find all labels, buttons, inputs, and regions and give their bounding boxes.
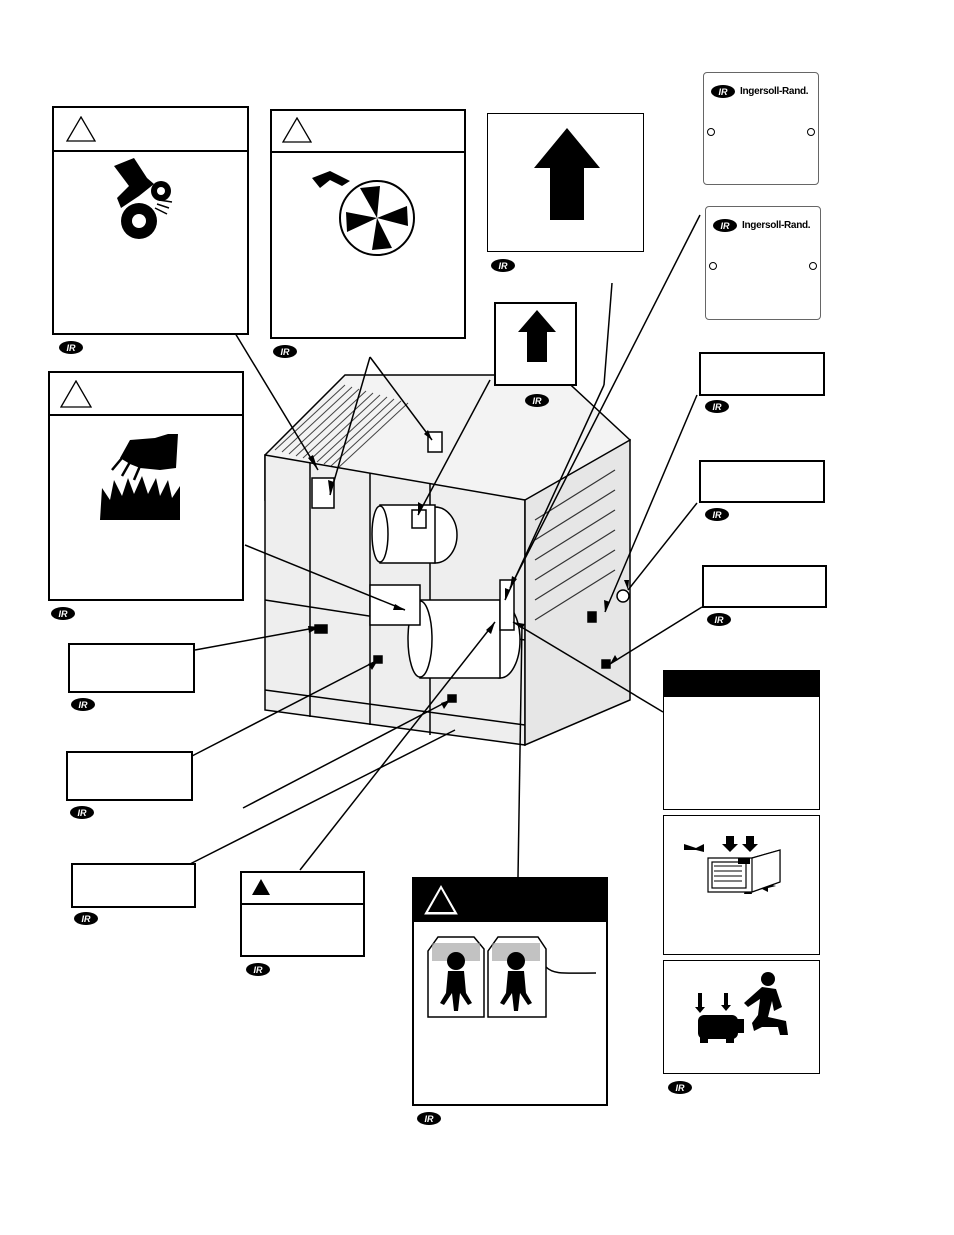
svg-text:IR: IR: [79, 700, 89, 710]
svg-text:IR: IR: [713, 510, 723, 520]
svg-text:IR: IR: [721, 221, 731, 231]
brand-lockup: IR Ingersoll-Rand.: [712, 215, 814, 235]
ir-logo-icon: IR: [491, 259, 515, 272]
decal-header: [664, 671, 819, 697]
decal-header: [414, 879, 606, 922]
nameplate-2: IR Ingersoll-Rand.: [705, 206, 821, 320]
leader-lines: [189, 214, 703, 878]
warning-triangle-icon: [282, 117, 312, 143]
warning-triangle-icon: [252, 879, 270, 895]
decal-header: [50, 373, 242, 416]
nameplate-1: IR Ingersoll-Rand.: [703, 72, 819, 185]
gear-hazard-decal: [52, 106, 249, 335]
ir-logo-icon: IR: [713, 218, 737, 232]
blank-decal-left-2: [66, 751, 193, 801]
brand-name: Ingersoll-Rand.: [740, 85, 809, 97]
brand-lockup: IR Ingersoll-Rand.: [710, 81, 812, 101]
svg-text:IR: IR: [533, 396, 543, 406]
ir-logo-icon: IR: [711, 84, 735, 98]
brand-name: Ingersoll-Rand.: [742, 219, 811, 231]
warning-triangle-icon: [60, 380, 92, 408]
hot-surface-decal: [48, 371, 244, 601]
mounting-hole: [809, 262, 817, 270]
noise-hazard-decal: [412, 877, 608, 1106]
svg-text:IR: IR: [715, 615, 725, 625]
ir-logo-icon: IR: [51, 607, 75, 620]
motor-service-decal: [663, 960, 820, 1074]
gear-hand-hazard-icon: [114, 158, 173, 239]
warning-triangle-icon: [424, 885, 458, 915]
caution-decal-small: [240, 871, 365, 957]
blank-decal-left-3: [71, 863, 196, 908]
blank-decal-right-2: [699, 460, 825, 503]
ir-logo-icon: IR: [668, 1081, 692, 1094]
lifting-points-decal: [663, 815, 820, 955]
ir-logo-icon: IR: [705, 400, 729, 413]
mounting-hole: [807, 128, 815, 136]
warning-triangle-icon: [66, 116, 96, 142]
noise-hazard-icon: [427, 936, 597, 1018]
arrow-heads: [308, 430, 629, 709]
svg-text:IR: IR: [59, 609, 69, 619]
blank-decal-right-3: [702, 565, 827, 608]
up-arrow-icon: [534, 128, 600, 220]
svg-text:IR: IR: [713, 402, 723, 412]
ir-logo-icon: IR: [273, 345, 297, 358]
blank-decal-right-1: [699, 352, 825, 396]
svg-text:IR: IR: [254, 965, 264, 975]
fan-hazard-decal: [270, 109, 466, 339]
svg-text:IR: IR: [78, 808, 88, 818]
up-arrow-decal-small: [494, 302, 577, 386]
decal-header: [54, 108, 247, 152]
motor-service-icon: [695, 972, 788, 1043]
fan-blade-hazard-icon: [312, 171, 415, 256]
ir-logo-icon: IR: [417, 1112, 441, 1125]
ir-logo-icon: IR: [246, 963, 270, 976]
decal-header: [272, 111, 464, 153]
mounting-hole: [709, 262, 717, 270]
hot-surface-hazard-icon: [100, 434, 180, 520]
svg-text:IR: IR: [67, 343, 77, 353]
decal-header: [242, 873, 363, 905]
blank-decal-left-1: [68, 643, 195, 693]
ir-logo-icon: IR: [707, 613, 731, 626]
warning-decal-right: [663, 670, 820, 810]
up-arrow-decal-large: [487, 113, 644, 252]
svg-text:IR: IR: [82, 914, 92, 924]
mounting-hole: [707, 128, 715, 136]
svg-text:IR: IR: [499, 261, 509, 271]
ir-logo-icon: IR: [74, 912, 98, 925]
ir-logo-icon: IR: [525, 394, 549, 407]
svg-text:IR: IR: [719, 87, 729, 97]
ir-logo-icon: IR: [705, 508, 729, 521]
svg-text:IR: IR: [281, 347, 291, 357]
svg-text:IR: IR: [425, 1114, 435, 1124]
svg-text:IR: IR: [676, 1083, 686, 1093]
ir-logo-icon: IR: [59, 341, 83, 354]
ir-logo-icon: IR: [70, 806, 94, 819]
ir-logo-icon: IR: [71, 698, 95, 711]
lifting-points-icon: [684, 836, 781, 894]
up-arrow-icon: [518, 310, 556, 362]
